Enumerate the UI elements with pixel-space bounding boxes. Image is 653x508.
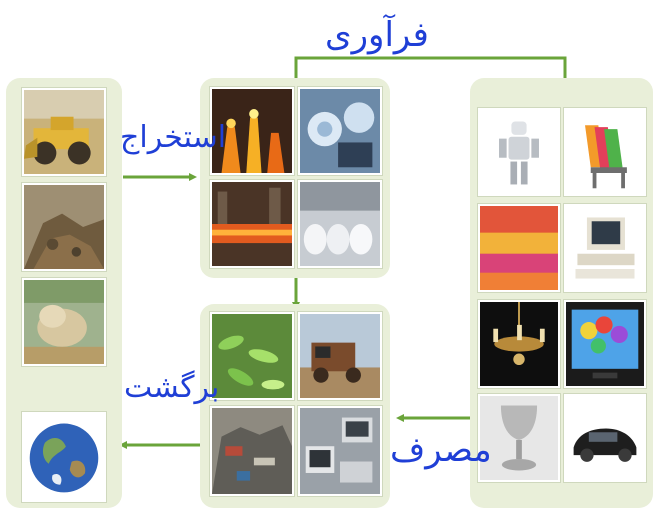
glass-cutting-image — [298, 87, 382, 175]
robot-image — [478, 108, 560, 196]
computer-image — [564, 204, 646, 292]
yarn-image — [478, 204, 560, 292]
label-return: برگشت — [124, 370, 220, 405]
rusty-truck-image — [298, 312, 382, 400]
car-image — [564, 394, 646, 482]
label-processing: فرآوری — [325, 15, 429, 55]
stacked-chairs-image — [564, 108, 646, 196]
silver-goblet-image — [478, 394, 560, 482]
label-consumption: مصرف — [390, 430, 492, 470]
earth-globe-image — [22, 412, 106, 502]
dust-blast-image — [22, 278, 106, 366]
plastic-bottles-image — [210, 312, 294, 400]
electronic-waste-image — [298, 406, 382, 496]
balloons-tv-image — [564, 300, 646, 388]
chandelier-image — [478, 300, 560, 388]
scrap-pile-image — [210, 406, 294, 496]
steel-mill-image — [210, 180, 294, 268]
label-extraction: استخراج — [120, 120, 227, 155]
arrow-processing-to-products — [294, 56, 569, 96]
mining-excavator-image — [22, 88, 106, 176]
molten-metal-casting-image — [210, 87, 294, 175]
rock-pile-image — [22, 183, 106, 271]
paper-rolls-image — [298, 180, 382, 268]
